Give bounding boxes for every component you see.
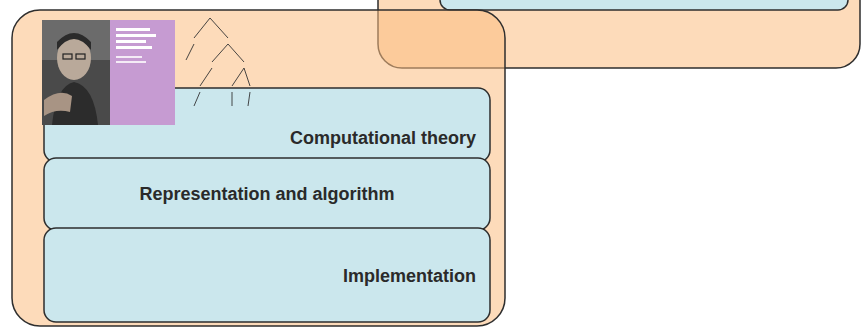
level-box-shape [44,228,490,322]
portrait-photo [42,20,110,125]
level-box: Implementation [44,228,490,322]
level-box: Computational theory [44,88,490,162]
level-box: Representation and algorithm [44,158,490,230]
level-label: Representation and algorithm [139,184,394,206]
blue-panel [440,0,848,10]
book-cover [110,20,175,125]
level-label: Computational theory [290,128,476,150]
syntax-tree [186,18,250,106]
level-box-shape [44,158,490,230]
orange-region [12,10,505,326]
level-label: Implementation [343,266,476,288]
